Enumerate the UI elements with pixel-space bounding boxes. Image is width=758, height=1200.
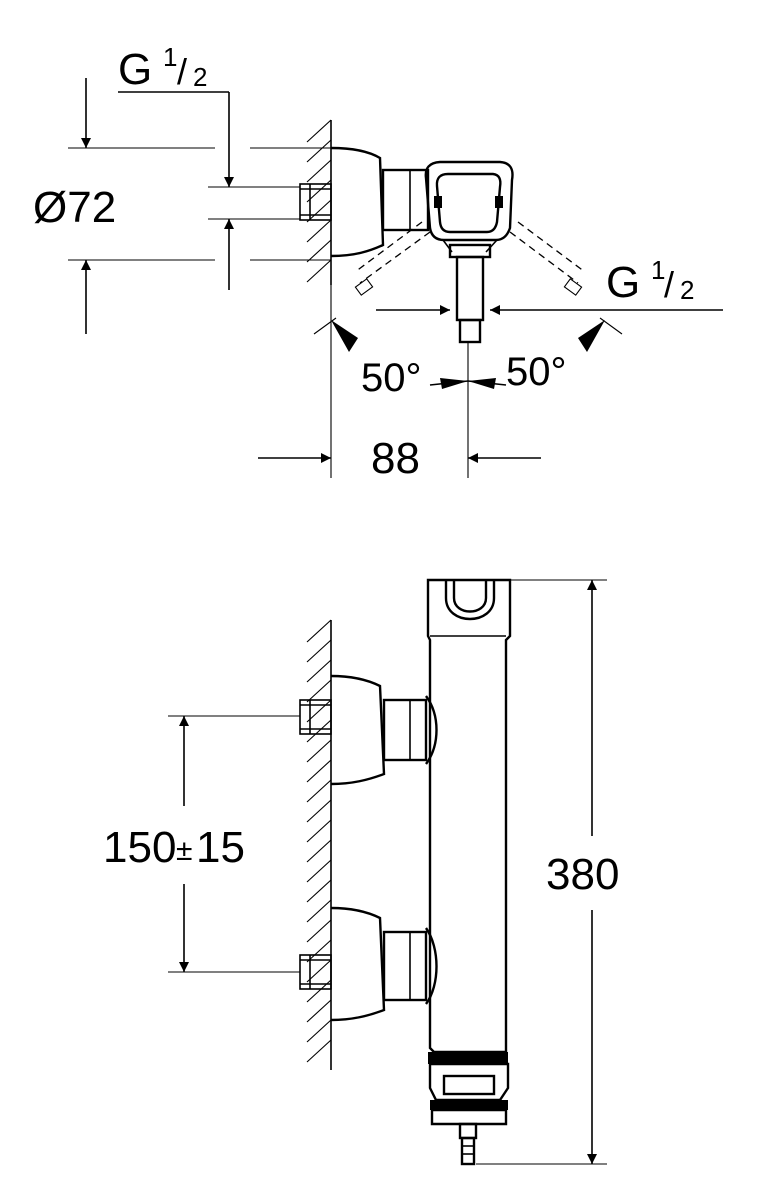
- angle-right-label: 50°: [506, 350, 567, 394]
- handle-top: [424, 160, 514, 253]
- inlet-spacing-pm: ±: [176, 834, 192, 867]
- bottom-outlet: [428, 1052, 510, 1166]
- thread-connector-top: [299, 183, 332, 221]
- mixer-body-top: [381, 168, 430, 232]
- angle-left-label: 50°: [361, 356, 422, 400]
- thread-top-slash: /: [177, 51, 187, 92]
- height-label: 380: [546, 850, 619, 899]
- inlet-spacing-value: 150: [103, 823, 176, 872]
- front-view: 150 ± 15 380: [103, 578, 619, 1166]
- thread-right-letter: G: [606, 258, 640, 307]
- escutcheon-top: [330, 146, 385, 258]
- thread-right-slash: /: [664, 264, 674, 305]
- mixer-body-front: [426, 578, 512, 1054]
- angled-outlets: [354, 221, 586, 296]
- thread-top-den: 2: [193, 62, 207, 92]
- wall-hatch-front: [306, 619, 332, 1070]
- thread-top-num: 1: [163, 42, 177, 72]
- diameter-label: Ø72: [33, 183, 116, 232]
- outlet-pipe-top: [448, 243, 492, 344]
- top-view: G 1 / 2 Ø72 G 1 / 2 50° 50° 88: [33, 42, 723, 483]
- inlet-spacing-tol: 15: [196, 823, 245, 872]
- projection-label: 88: [371, 434, 420, 483]
- thread-right-num: 1: [651, 255, 665, 285]
- thread-right-den: 2: [680, 275, 694, 305]
- lower-inlet: [299, 906, 438, 1022]
- thread-top-letter: G: [118, 45, 152, 94]
- shower-holder-slot: [444, 580, 496, 621]
